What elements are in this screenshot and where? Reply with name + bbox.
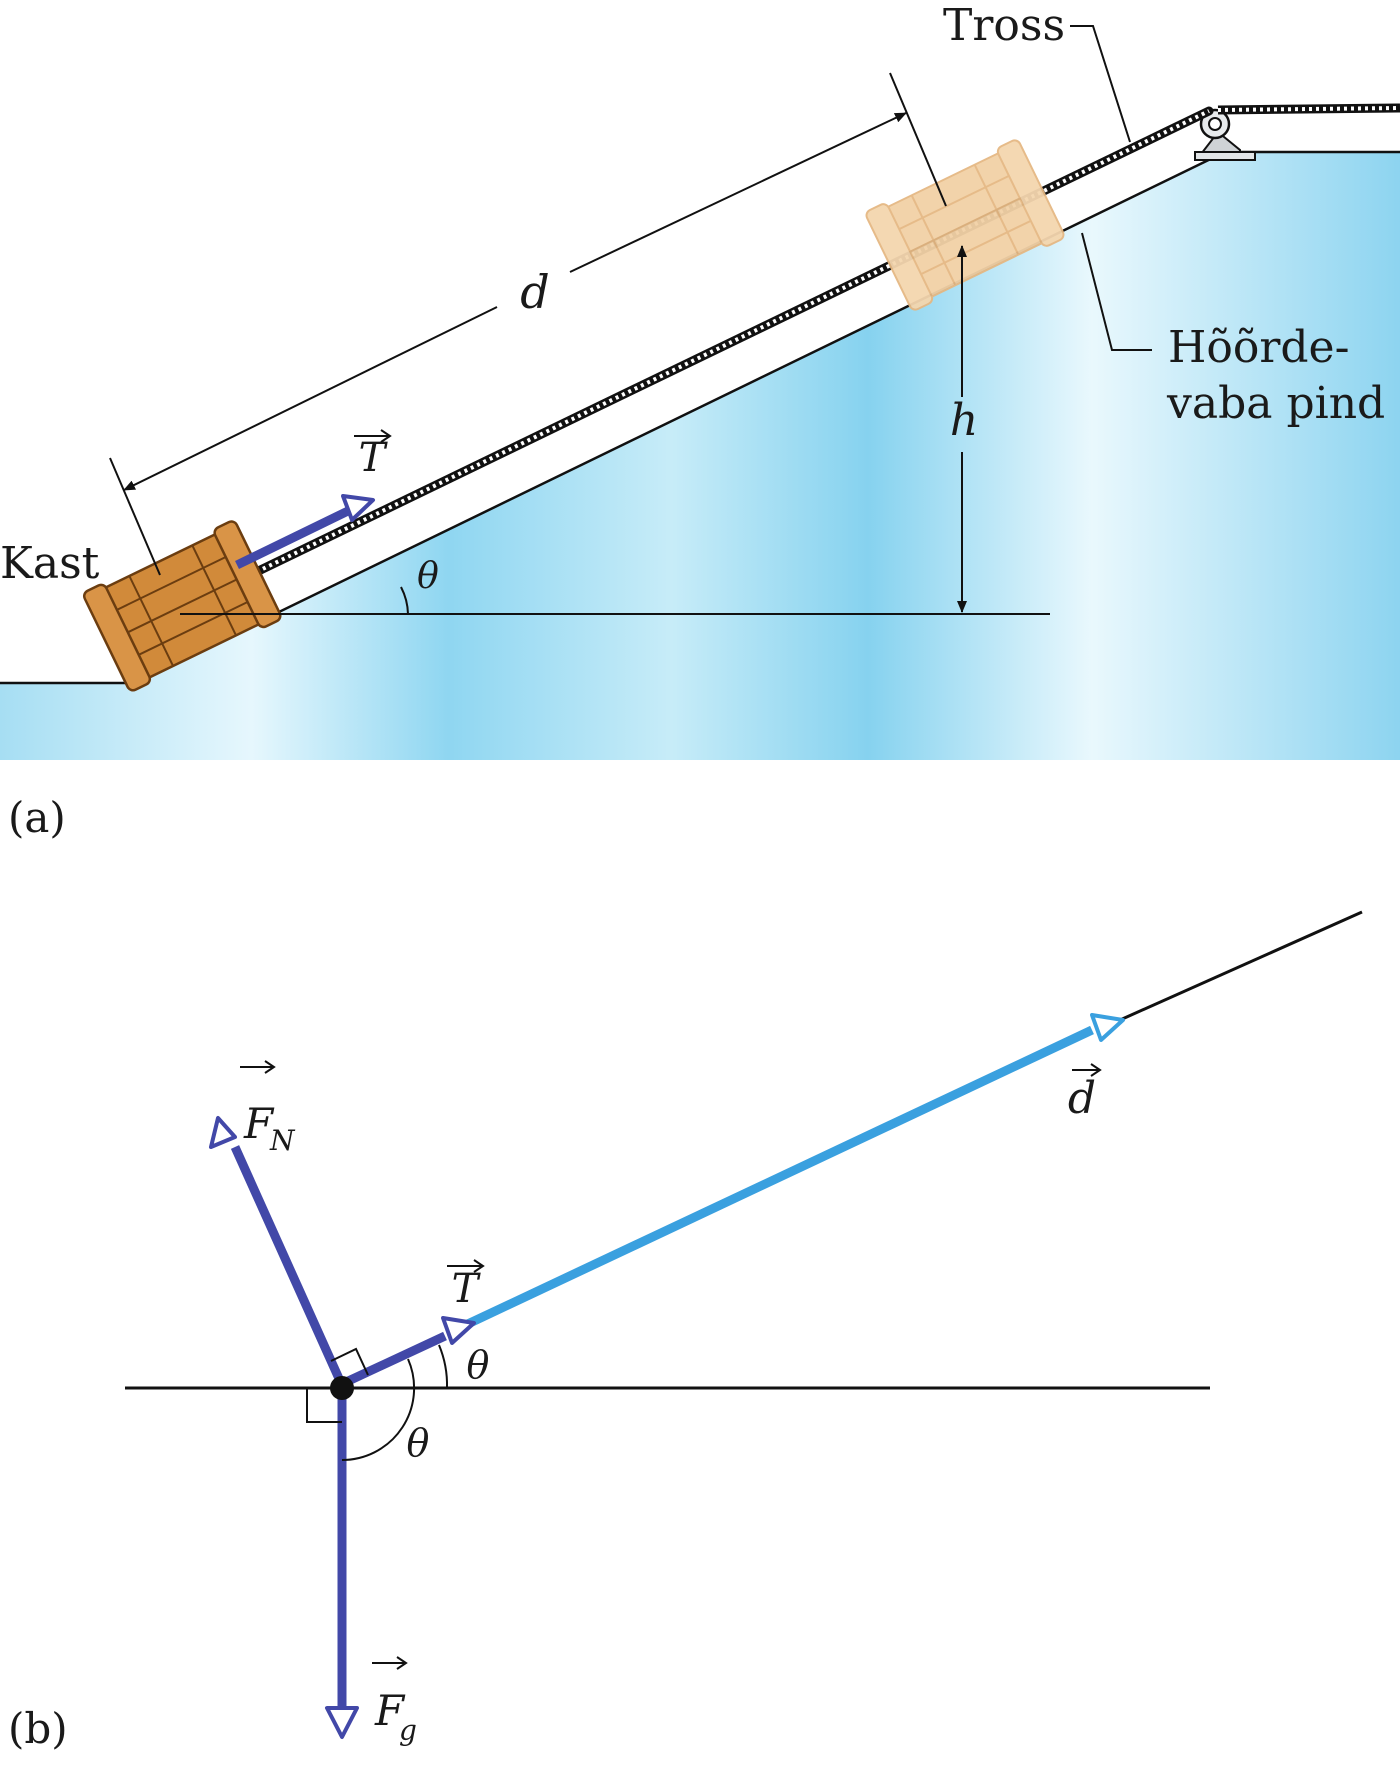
panel-label-a: (a) <box>8 793 66 842</box>
pulley-icon <box>1194 108 1256 161</box>
right-angle-normal <box>330 1347 369 1376</box>
label-surface-line2: vaba pind <box>1166 378 1385 429</box>
svg-text:N: N <box>269 1124 296 1157</box>
label-theta-a: θ <box>417 556 439 597</box>
label-tension-a: T <box>354 429 392 481</box>
svg-text:d: d <box>1068 1073 1096 1124</box>
label-displacement: d <box>1068 1063 1102 1124</box>
origin-point <box>330 1376 354 1400</box>
tension-vector-b <box>342 1316 476 1388</box>
ramp-outline <box>0 150 1400 685</box>
displacement-vector <box>453 1013 1125 1335</box>
label-theta-b1: θ <box>467 1343 490 1387</box>
label-normal-force: F N <box>240 1060 296 1157</box>
angle-arc-a <box>400 586 409 615</box>
ramp-surface <box>0 152 1400 760</box>
label-tross: Tross <box>943 0 1065 51</box>
label-tension-b: T <box>447 1259 485 1312</box>
crate <box>82 520 282 692</box>
svg-text:F: F <box>374 1686 406 1735</box>
leader-surface <box>1081 232 1152 351</box>
panel-b: d F N F g <box>8 910 1363 1753</box>
label-gravity-force: F g <box>372 1656 417 1747</box>
crate-ghost <box>865 139 1065 311</box>
label-kast: Kast <box>0 538 100 589</box>
incline-line-b <box>1119 910 1363 1022</box>
right-angle-gravity <box>306 1388 342 1423</box>
distance-dimension <box>109 72 947 576</box>
tension-vector-a <box>235 494 375 570</box>
gravity-vector <box>325 1392 359 1739</box>
angle-arc-b2 <box>341 1358 416 1462</box>
leader-tross <box>1070 25 1131 143</box>
svg-text:T: T <box>359 435 389 481</box>
label-surface-line1: Hõõrde- <box>1168 322 1349 373</box>
cable <box>239 103 1400 583</box>
panel-label-b: (b) <box>8 1704 68 1753</box>
label-d: d <box>520 265 549 319</box>
normal-force-vector <box>209 1116 346 1385</box>
label-h: h <box>950 395 978 446</box>
svg-text:g: g <box>399 1714 417 1747</box>
label-theta-b2: θ <box>407 1421 430 1465</box>
svg-text:T: T <box>452 1266 482 1312</box>
panel-a: T θ h d Tross Hõõrde- vaba pind <box>0 0 1400 842</box>
angle-arc-b1 <box>438 1344 449 1389</box>
svg-text:F: F <box>243 1099 275 1148</box>
